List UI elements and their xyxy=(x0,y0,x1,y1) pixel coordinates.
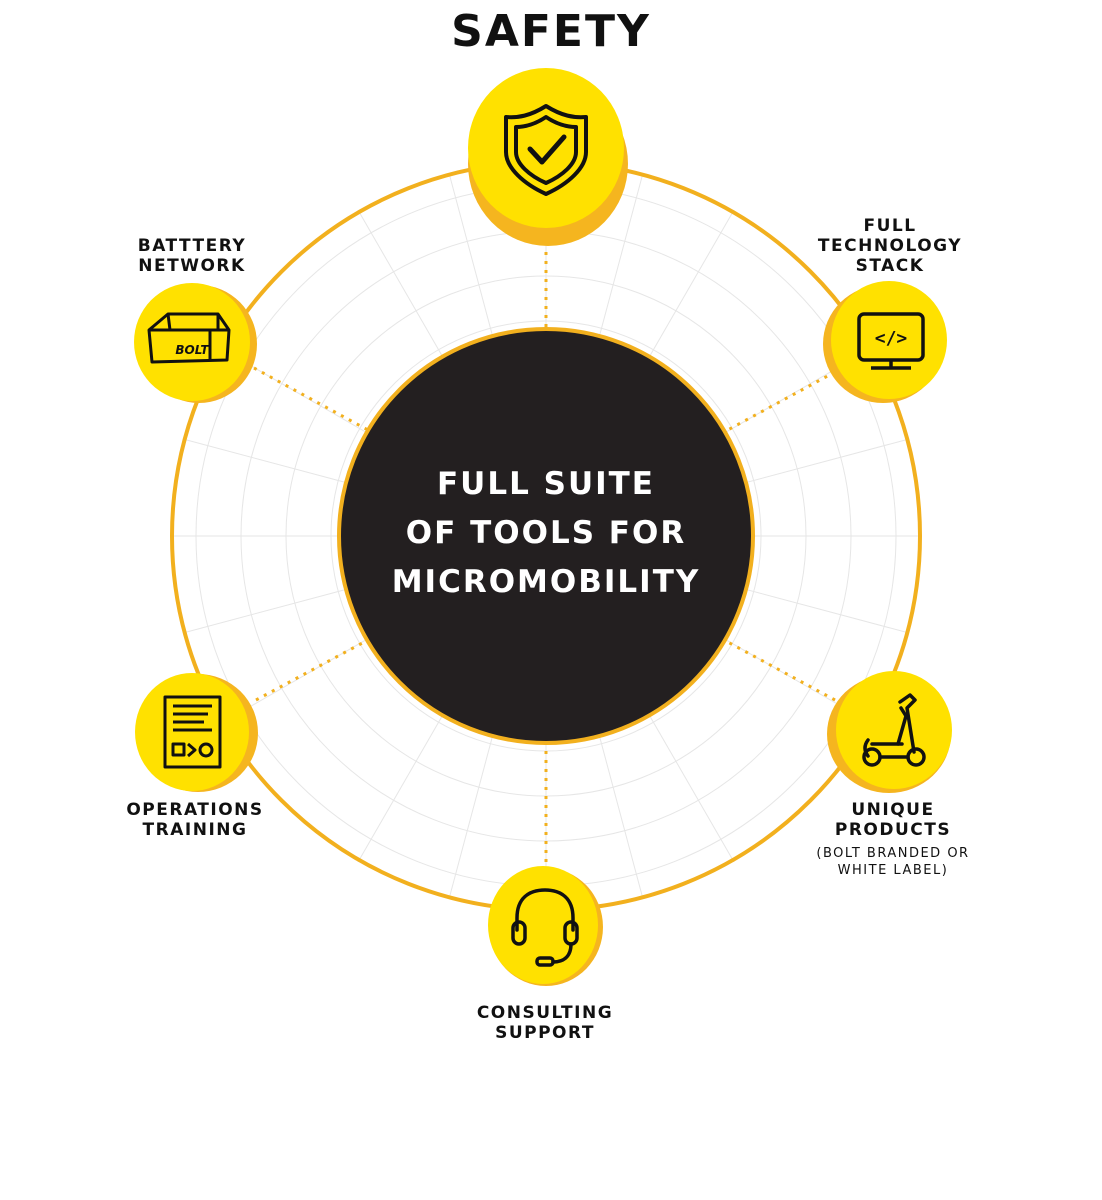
code-monitor-icon: </> xyxy=(857,312,925,370)
products-note-line-2: WHITE LABEL) xyxy=(837,863,949,878)
connectors xyxy=(253,252,836,862)
document-icon xyxy=(163,695,222,769)
label-products-note: (BOLT BRANDED OR WHITE LABEL) xyxy=(793,845,993,879)
node-battery: BOLT xyxy=(134,283,257,403)
label-consulting-support: CONSULTING SUPPORT xyxy=(450,1003,640,1043)
center-circle xyxy=(337,327,755,745)
diagram-title: SAFETY xyxy=(451,6,651,57)
label-tech-stack: FULL TECHNOLOGY STACK xyxy=(800,216,980,276)
node-tech: </> xyxy=(823,281,947,403)
shield-check-icon xyxy=(504,104,588,196)
consulting-label-line-2: SUPPORT xyxy=(495,1023,595,1043)
battery-pack-icon: BOLT xyxy=(147,312,231,364)
label-unique-products: UNIQUE PRODUCTS xyxy=(803,800,983,840)
node-operations xyxy=(135,673,258,792)
products-note-line-1: (BOLT BRANDED OR xyxy=(816,846,970,861)
battery-logo-text: BOLT xyxy=(175,343,209,357)
products-label-line-1: UNIQUE xyxy=(851,800,935,820)
node-safety xyxy=(468,68,628,246)
consulting-label-line-1: CONSULTING xyxy=(476,1003,614,1023)
products-label-line-2: PRODUCTS xyxy=(834,820,952,840)
headset-icon xyxy=(511,888,579,967)
label-operations-training: OPERATIONS TRAINING xyxy=(105,800,285,840)
scooter-icon xyxy=(862,693,926,767)
battery-label-line-2: NETWORK xyxy=(138,256,246,276)
center-line-1: FULL SUITE xyxy=(436,466,655,502)
node-consulting xyxy=(488,866,603,986)
tech-label-line-2: TECHNOLOGY xyxy=(817,236,963,256)
operations-label-line-1: OPERATIONS xyxy=(126,800,264,820)
node-products xyxy=(827,671,952,793)
label-battery-network: BATTTERY NETWORK xyxy=(112,236,272,276)
tech-label-line-3: STACK xyxy=(855,256,925,276)
battery-label-line-1: BATTTERY xyxy=(137,236,247,256)
tech-label-line-1: FULL xyxy=(863,216,917,236)
operations-label-line-2: TRAINING xyxy=(142,820,248,840)
center-line-2: OF TOOLS FOR xyxy=(405,515,687,551)
center-line-3: MICROMOBILITY xyxy=(391,564,701,600)
center-label: FULL SUITE OF TOOLS FOR MICROMOBILITY xyxy=(340,460,752,607)
code-symbol-text: </> xyxy=(875,328,908,349)
